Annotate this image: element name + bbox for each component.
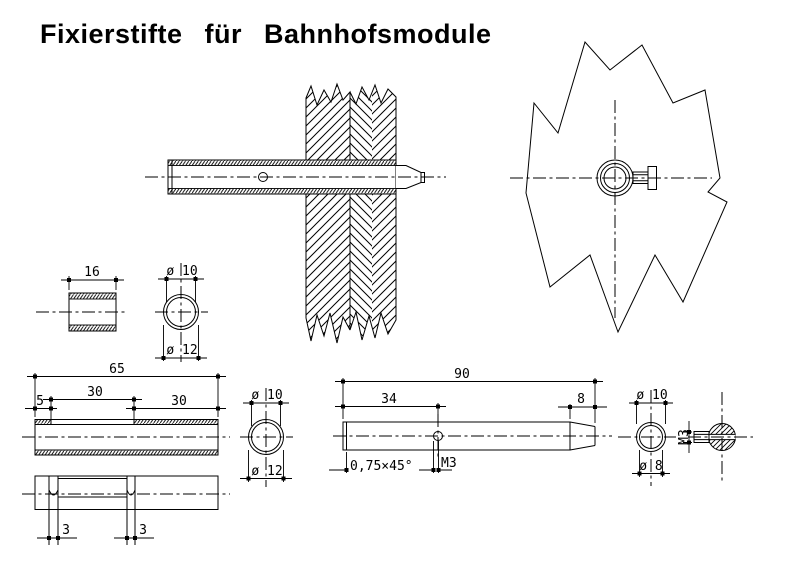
board-right [349,83,397,341]
dim-label-sleeve-span-front: 30 [87,385,103,400]
dim-label-pin-od: ø 10 [636,388,667,403]
dim-label-pin-tip-od: ø 8 [639,459,662,474]
assembly-section-view [145,82,446,344]
dim-label-sleeve-od: ø 12 [251,464,282,479]
dim-label-pin-thread: M3 [441,456,457,471]
dim-sleeve-total [27,373,226,417]
dim-pin-total [335,378,603,423]
pin-side-view: 90 34 8 M3 0,75×45° [329,367,612,474]
assembly-front-view [510,40,728,334]
dim-label-slot-rear: 3 [139,523,147,538]
pin-end-view: ø 10 ø 8 [618,388,676,486]
sleeve-end-view: ø 10 ø 12 [240,388,293,487]
sleeve-side-view: 65 30 5 30 [22,362,230,456]
spacer-side-view: 16 [36,265,128,332]
dim-label-spacer-id: ø 10 [166,264,197,279]
drawing-title: Fixierstifte für Bahnhofsmodule [40,19,492,49]
dim-label-pin-chamfer: 0,75×45° [350,459,413,474]
sleeve-wall-bottom [167,188,397,195]
dim-label-sleeve-id: ø 10 [251,388,282,403]
dim-pin-chamfer [329,452,347,473]
dim-label-slot-front: 3 [62,523,70,538]
screw-side-view: M3 [677,392,753,484]
slot-edges [48,476,136,545]
spacer-end-view: ø 10 ø 12 [155,263,208,362]
dim-label-sleeve-total: 65 [109,362,125,377]
board-left-hatch [306,84,350,343]
dim-label-sleeve-offset: 5 [36,394,44,409]
sleeve-slot-view: 3 3 [22,475,230,545]
dim-label-spacer-od: ø 12 [166,343,197,358]
board-right-hatch [350,85,396,340]
slot-bottoms [48,489,136,496]
dim-label-spacer-length: 16 [84,265,100,280]
dim-label-pin-tip: 8 [577,392,585,407]
dim-label-sleeve-span-rear: 30 [171,394,187,409]
dim-label-screw-thread: M3 [677,429,692,445]
dim-label-pin-total: 90 [454,367,470,382]
dim-pin-thread [419,441,452,473]
dim-label-pin-hole-offset: 34 [381,392,397,407]
sleeve-wall-top [167,159,397,166]
